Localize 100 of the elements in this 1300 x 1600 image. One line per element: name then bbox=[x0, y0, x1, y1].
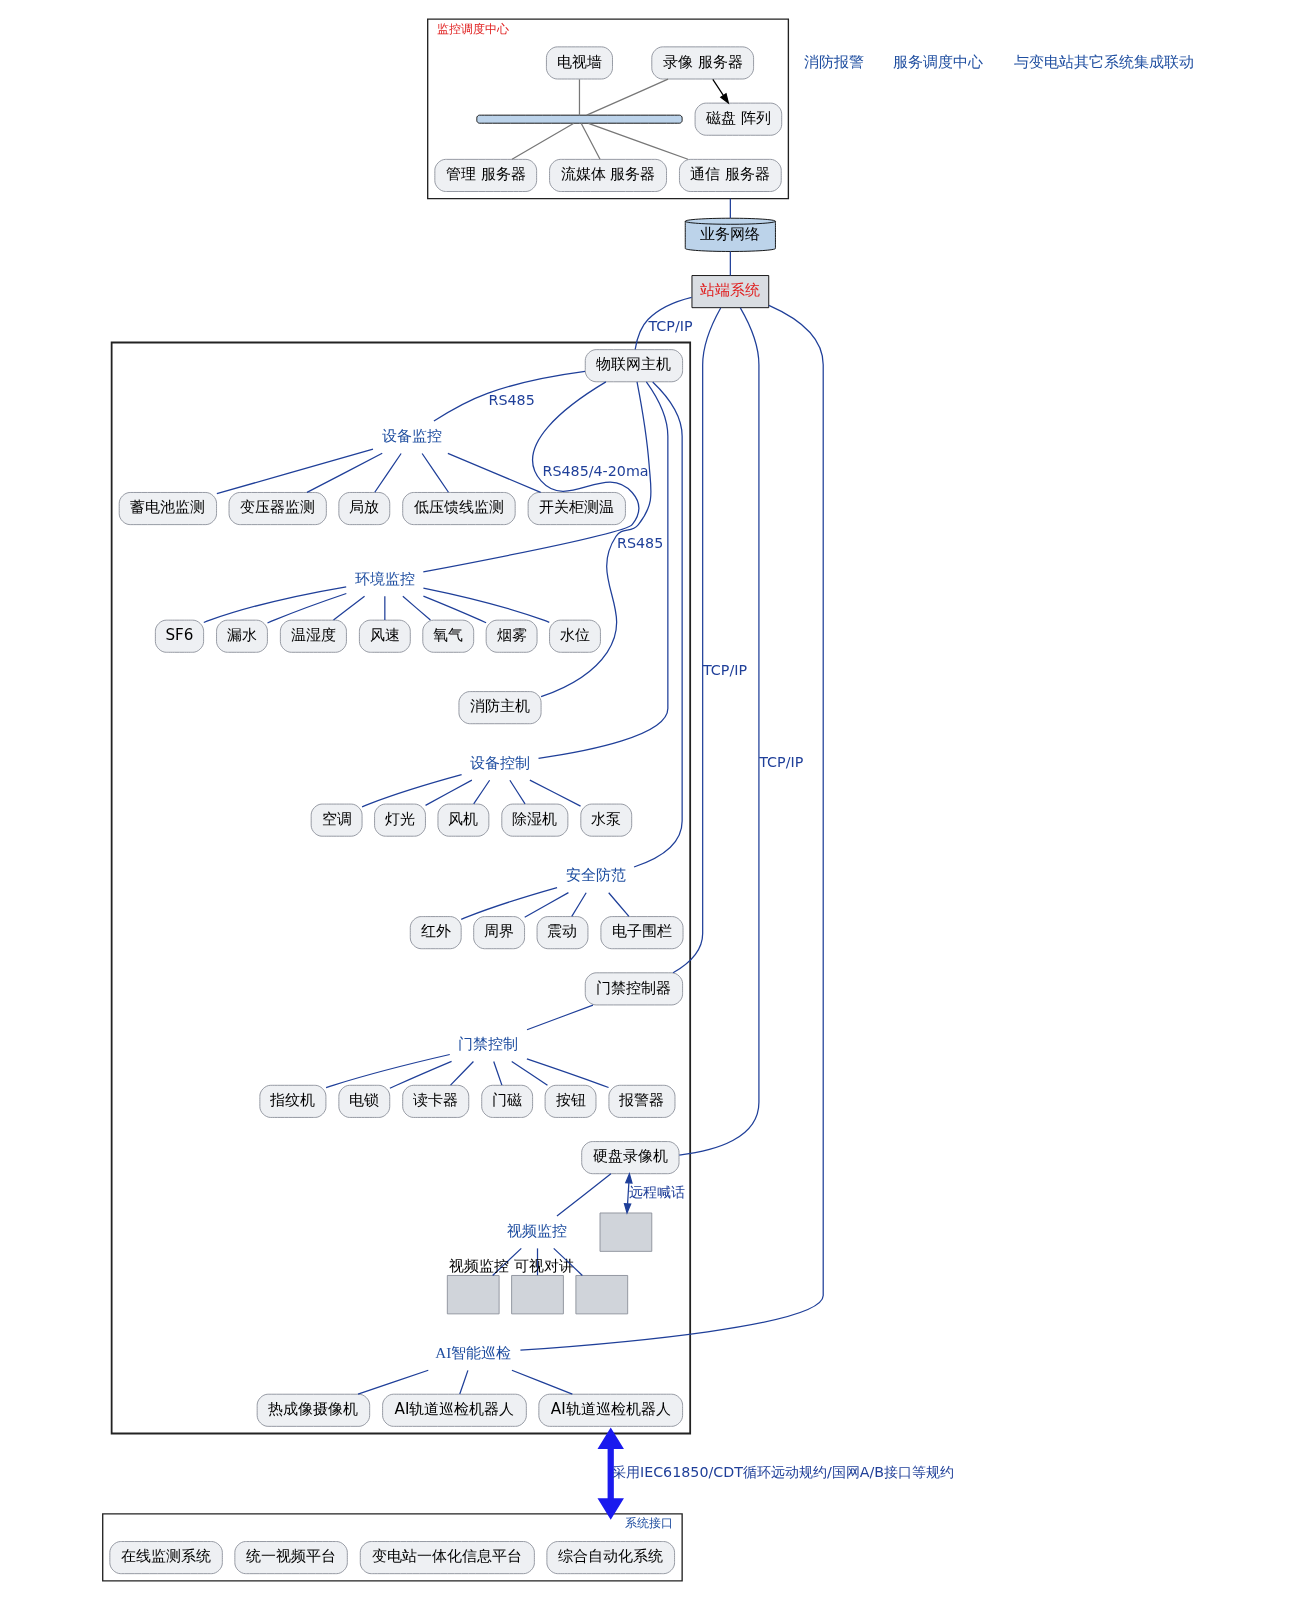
node-box: 门磁 bbox=[481, 1084, 534, 1118]
label: 与变电站其它系统集成联动 bbox=[1014, 52, 1195, 71]
connector bbox=[384, 595, 386, 621]
node-text: 视频监控 bbox=[507, 1221, 568, 1239]
connector bbox=[203, 586, 347, 624]
node-text: 环境监控 bbox=[354, 569, 415, 587]
node-box: 通信 服务器 bbox=[679, 158, 782, 192]
connector bbox=[433, 370, 586, 422]
connector bbox=[526, 1058, 610, 1089]
node-box: 录像 服务器 bbox=[651, 46, 754, 80]
connector bbox=[422, 595, 487, 624]
connector bbox=[422, 381, 640, 573]
connector bbox=[580, 122, 601, 160]
node-box: 电锁 bbox=[338, 1084, 391, 1118]
node-box: 磁盘 阵列 bbox=[694, 102, 783, 136]
label: 服务调度中心 bbox=[893, 52, 984, 71]
connector bbox=[571, 892, 587, 918]
node-box: 红外 bbox=[409, 916, 462, 950]
connector bbox=[473, 779, 491, 805]
node-box: 在线监测系统 bbox=[109, 1541, 223, 1575]
node-box: SF6 bbox=[154, 619, 205, 653]
connector bbox=[678, 307, 760, 1156]
connector bbox=[529, 779, 582, 807]
connector bbox=[509, 779, 526, 805]
cluster bbox=[110, 341, 692, 1435]
edge-label: TCP/IP bbox=[759, 754, 804, 771]
node-box: 读卡器 bbox=[402, 1084, 470, 1118]
node-box bbox=[446, 1275, 500, 1315]
arrow bbox=[623, 1172, 633, 1215]
node-box: AI轨道巡检机器人 bbox=[382, 1393, 527, 1427]
connector bbox=[493, 1060, 503, 1086]
connector bbox=[374, 452, 402, 493]
node-box: 硬盘录像机 bbox=[581, 1141, 680, 1175]
connector bbox=[524, 891, 570, 918]
connector bbox=[536, 1247, 539, 1276]
connector bbox=[553, 1247, 583, 1277]
connector bbox=[519, 304, 824, 1351]
connector bbox=[511, 122, 575, 160]
connector bbox=[634, 296, 693, 351]
connector bbox=[578, 78, 581, 116]
node-box: 变电站一体化信息平台 bbox=[359, 1541, 535, 1575]
connector bbox=[389, 1060, 453, 1089]
node-box: 烟雾 bbox=[485, 619, 538, 653]
node-box bbox=[575, 1275, 629, 1315]
connector bbox=[540, 381, 652, 698]
node-box: 水泵 bbox=[580, 803, 633, 837]
node-box: 风机 bbox=[437, 803, 490, 837]
edge-label: TCP/IP bbox=[702, 662, 748, 679]
connector bbox=[332, 595, 366, 621]
node-bar bbox=[476, 114, 683, 124]
node-text: AI智能巡检 bbox=[435, 1343, 512, 1361]
connector bbox=[537, 381, 669, 759]
node-box: 电视墙 bbox=[546, 46, 613, 80]
connector bbox=[526, 1004, 594, 1031]
connector bbox=[729, 251, 731, 277]
connector bbox=[422, 587, 550, 623]
edge-label: RS485 bbox=[488, 391, 535, 408]
node-box: 物联网主机 bbox=[584, 349, 684, 383]
node-text: 设备控制 bbox=[470, 753, 531, 771]
node-box: 热成像摄像机 bbox=[256, 1393, 371, 1427]
connector bbox=[424, 779, 473, 806]
connector bbox=[608, 892, 630, 918]
connector bbox=[447, 452, 542, 494]
edge-label: RS485 bbox=[617, 534, 664, 551]
connector bbox=[325, 1053, 451, 1089]
node-box: 统一视频平台 bbox=[234, 1541, 348, 1575]
node-box: 水位 bbox=[549, 619, 601, 653]
connector bbox=[729, 198, 731, 219]
connector bbox=[586, 78, 669, 116]
node-box: 开关柜测温 bbox=[527, 492, 626, 526]
node-text: 安全防范 bbox=[565, 866, 626, 884]
connector bbox=[357, 1369, 429, 1395]
node-box: 空调 bbox=[310, 803, 363, 837]
connector bbox=[361, 774, 463, 808]
node-box: 电子围栏 bbox=[600, 916, 684, 950]
connector bbox=[511, 1369, 573, 1395]
node-box: 流媒体 服务器 bbox=[549, 158, 667, 192]
connector bbox=[511, 1060, 549, 1086]
connector bbox=[587, 122, 689, 160]
node-box: 周界 bbox=[473, 916, 525, 950]
edge-label: TCP/IP bbox=[648, 317, 693, 334]
node-box: 风速 bbox=[358, 619, 411, 653]
node-box: 除湿机 bbox=[501, 803, 569, 837]
connector bbox=[216, 448, 374, 495]
node-box: 震动 bbox=[536, 916, 589, 950]
node-text: 设备监控 bbox=[381, 426, 442, 444]
connector bbox=[306, 452, 383, 494]
label: 消防报警 bbox=[803, 52, 864, 71]
connector bbox=[402, 595, 432, 621]
arrow bbox=[597, 1427, 624, 1520]
node-box: 消防主机 bbox=[458, 691, 542, 725]
node-box: 门禁控制器 bbox=[584, 972, 684, 1006]
node-box: 管理 服务器 bbox=[434, 158, 538, 192]
node-box: AI轨道巡检机器人 bbox=[538, 1393, 684, 1427]
node-box: 蓄电池监测 bbox=[118, 492, 217, 526]
node-box: 温湿度 bbox=[279, 619, 347, 653]
connector bbox=[421, 452, 450, 493]
connector bbox=[633, 381, 683, 868]
connector bbox=[672, 307, 722, 974]
arrow bbox=[712, 78, 730, 105]
